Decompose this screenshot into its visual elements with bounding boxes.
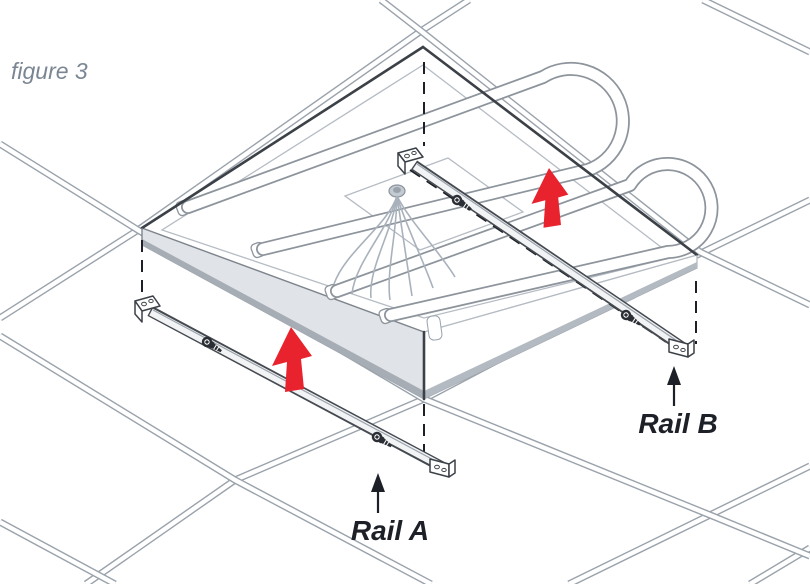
light-fixture <box>140 45 719 401</box>
wire <box>388 195 398 301</box>
rail-a <box>134 295 456 478</box>
alignment-guides <box>141 62 697 458</box>
rail-b-pointer-arrow <box>665 364 683 408</box>
wire <box>396 195 456 278</box>
rail-a-pointer-arrow <box>369 471 387 515</box>
wire-bundle <box>333 184 456 301</box>
rail-b <box>397 147 695 358</box>
figure-caption: figure 3 <box>11 58 88 84</box>
fixture-top-left-edge <box>140 45 425 230</box>
rail-b-seam <box>416 163 684 346</box>
lamp-holder-notch <box>426 315 443 341</box>
bracket-hole <box>141 301 147 307</box>
rail-b-label: Rail B <box>638 408 717 439</box>
bracket-hole <box>441 467 447 473</box>
wire-knockout <box>393 187 401 193</box>
wire <box>370 195 398 299</box>
rail-a-end-bracket <box>134 300 143 323</box>
u-lamp-tube <box>331 158 717 321</box>
rail-a-label: Rail A <box>351 515 429 546</box>
right-wall-top-edge <box>423 254 698 333</box>
rail-b-end-bracket <box>687 339 695 358</box>
bracket-hole <box>673 344 679 350</box>
grid-tbar-line <box>0 332 433 584</box>
rail-b-end-bracket <box>397 152 406 175</box>
bracket-hole <box>411 150 417 156</box>
lamp-tubes <box>181 61 719 322</box>
wire <box>333 195 398 285</box>
wire <box>396 195 434 289</box>
wire <box>351 195 398 295</box>
bracket-hole <box>680 347 686 353</box>
rail-a-end-bracket <box>448 459 456 478</box>
grid-tbar-line <box>701 0 810 56</box>
bracket-hole <box>148 298 154 304</box>
wire <box>396 195 413 297</box>
rail-a-bar-face <box>149 308 447 472</box>
grid-tbar-line <box>0 0 471 322</box>
left-wall-top-edge <box>141 227 425 333</box>
fixture-right-flange <box>424 262 697 399</box>
u-lamp-tube <box>182 63 629 255</box>
grid-tbar-line <box>0 518 117 584</box>
bracket-hole <box>434 464 440 470</box>
fixture-left-flange <box>142 239 424 399</box>
bracket-hole <box>404 153 410 159</box>
grid-tbar-line <box>378 0 810 309</box>
fixture-top-right-edge <box>421 45 699 257</box>
